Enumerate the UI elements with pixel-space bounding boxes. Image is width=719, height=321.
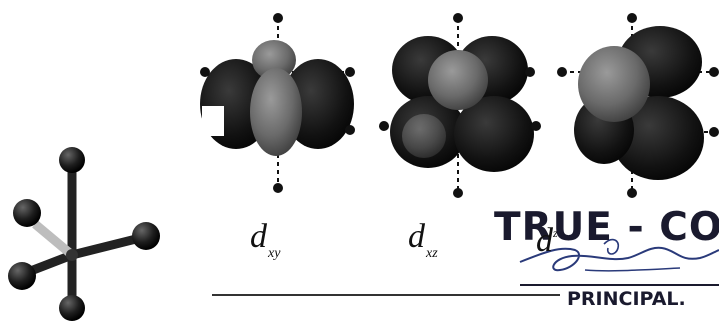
- ligand-ball: [59, 295, 85, 321]
- ligand-dot: [345, 67, 355, 77]
- ligand-ball: [132, 222, 160, 250]
- ligand-dot: [345, 125, 355, 135]
- label-dxz: dxz: [408, 220, 438, 261]
- ligand-dot: [273, 13, 283, 23]
- label-dz: dz: [536, 224, 558, 258]
- ligand-dot: [709, 127, 719, 137]
- ligand-ball: [59, 147, 85, 173]
- ligand-dot: [200, 67, 210, 77]
- orbital-symbol: d: [408, 218, 425, 255]
- ligand-dot: [557, 67, 567, 77]
- ligand-dot: [627, 188, 637, 198]
- ligand-ball: [13, 199, 41, 227]
- ligand-dot: [273, 183, 283, 193]
- ligand-dot: [525, 67, 535, 77]
- orbital-symbol: d: [536, 222, 553, 259]
- orbital-subscript: xz: [426, 246, 438, 261]
- orbital-dz: [557, 13, 719, 198]
- signature: [519, 238, 719, 272]
- ligand-dot: [453, 188, 463, 198]
- orbital-dxy: [200, 13, 355, 193]
- stamp-title: TRUE - COI: [494, 205, 719, 250]
- metal-center: [66, 249, 78, 261]
- label-dxy: dxy: [250, 220, 280, 261]
- orbital-subscript: xy: [268, 246, 281, 261]
- orbital-subscript: z: [553, 226, 558, 240]
- stamp-designation: PRINCIPAL.: [567, 288, 686, 310]
- ligand-dot: [627, 13, 637, 23]
- ligand-dot: [709, 67, 719, 77]
- ligand-ball: [8, 262, 36, 290]
- orbital-dxz: [379, 13, 541, 198]
- orbital-symbol: d: [250, 218, 267, 255]
- ligand-dot: [453, 13, 463, 23]
- ligand-dot: [531, 121, 541, 131]
- ligand-dot: [379, 121, 389, 131]
- octahedral-model: [8, 147, 160, 321]
